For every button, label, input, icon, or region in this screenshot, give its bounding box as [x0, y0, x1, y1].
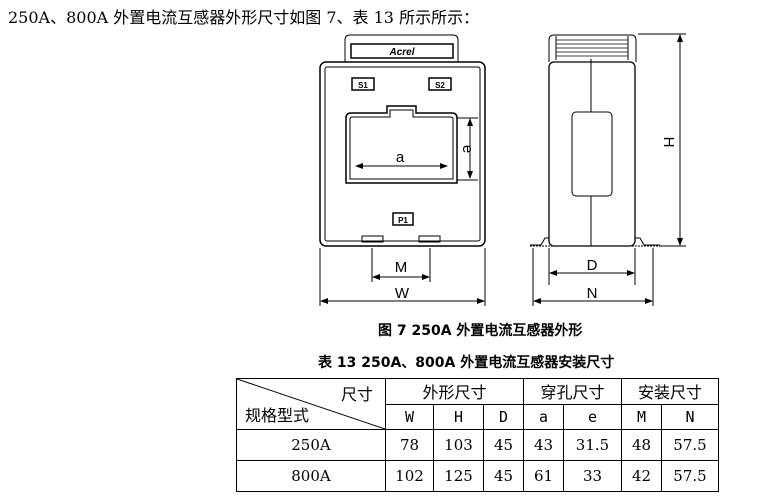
- value-cell: 42: [621, 460, 662, 492]
- value-cell: 61: [523, 460, 564, 492]
- dimension-table: 尺寸 规格型式 外形尺寸 穿孔尺寸 安装尺寸 W H D a e M N 250…: [236, 378, 719, 492]
- column-header: M: [621, 403, 662, 430]
- dim-m-label: M: [395, 259, 408, 276]
- column-header: a: [523, 403, 564, 430]
- terminal-s1-label: S1: [358, 81, 368, 90]
- model-cell: 250A: [236, 429, 386, 461]
- dim-d-label: D: [587, 257, 598, 274]
- terminal-s1: [351, 77, 375, 91]
- value-cell: 57.5: [661, 429, 719, 461]
- value-cell: 31.5: [563, 429, 622, 461]
- group-header: 安装尺寸: [621, 378, 719, 405]
- corner-bottom: 规格型式: [245, 406, 310, 425]
- value-cell: 103: [433, 429, 484, 461]
- value-cell: 43: [523, 429, 564, 461]
- value-cell: 125: [433, 460, 484, 492]
- front-view: [319, 34, 486, 306]
- column-header: D: [483, 403, 524, 430]
- table-row: 800A 102 125 45 61 33 42 57.5: [236, 460, 719, 492]
- brand-label-plate: [350, 43, 454, 59]
- dim-h-label: H: [660, 137, 677, 148]
- value-cell: 45: [483, 460, 524, 492]
- side-view: [530, 33, 686, 306]
- table-row: 250A 78 103 45 43 31.5 48 57.5: [236, 429, 719, 461]
- group-header: 外形尺寸: [385, 378, 524, 405]
- value-cell: 48: [621, 429, 662, 461]
- column-header: W: [385, 403, 434, 430]
- column-header: N: [661, 403, 719, 430]
- column-header: H: [433, 403, 484, 430]
- terminal-p1-label: P1: [398, 216, 408, 225]
- value-cell: 45: [483, 429, 524, 461]
- corner-cell: 尺寸 规格型式: [236, 378, 386, 430]
- table-title: 表 13 250A、800A 外置电流互感器安装尺寸: [318, 355, 615, 371]
- terminal-p1: [392, 212, 414, 226]
- corner-top: 尺寸: [340, 385, 373, 404]
- terminal-s2-label: S2: [435, 81, 445, 90]
- terminal-s2: [428, 77, 452, 91]
- dim-e-label: e: [459, 145, 476, 153]
- value-cell: 102: [385, 460, 434, 492]
- dim-n-label: N: [587, 285, 598, 302]
- value-cell: 57.5: [661, 460, 719, 492]
- column-header: e: [563, 403, 622, 430]
- value-cell: 78: [385, 429, 434, 461]
- figure-caption: 图 7 250A 外置电流互感器外形: [378, 323, 583, 339]
- group-header: 穿孔尺寸: [523, 378, 622, 405]
- window-opening: [345, 105, 458, 184]
- value-cell: 33: [563, 460, 622, 492]
- brand-label: Acrel: [388, 47, 414, 58]
- dim-w-label: W: [395, 285, 410, 302]
- model-cell: 800A: [236, 460, 386, 492]
- dim-a-label: a: [396, 149, 405, 166]
- intro-text: 250A、800A 外置电流互感器外形尺寸如图 7、表 13 所示所示：: [8, 8, 480, 27]
